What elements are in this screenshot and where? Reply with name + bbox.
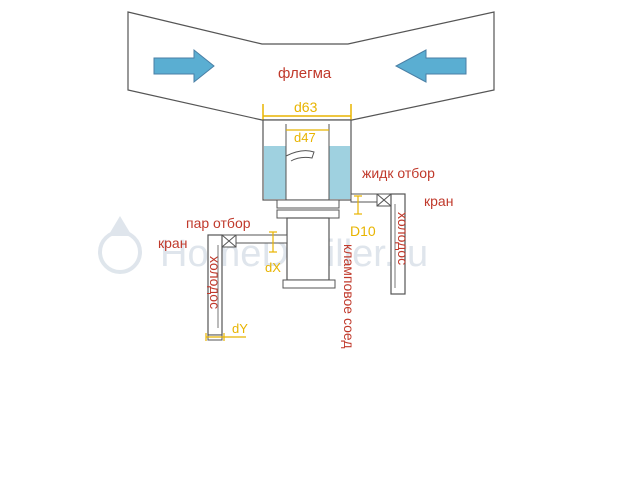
d10-label: D10 (350, 223, 376, 239)
dx-label: dX (265, 260, 281, 275)
right-valve-label: кран (424, 193, 453, 209)
vapor-takeoff-label: пар отбор (186, 215, 251, 231)
clamp-flange-bottom (276, 209, 340, 219)
d63-label: d63 (294, 99, 318, 115)
left-cooler-label: холодос (207, 256, 223, 309)
reflux-label: флегма (278, 65, 332, 82)
lower-flange (282, 279, 336, 289)
right-cooler-label: холодос (395, 212, 411, 265)
liquid-takeoff-label: жидк отбор (362, 165, 435, 181)
clamp-flange-top (276, 199, 340, 209)
reflux-funnel (127, 11, 495, 121)
right-valve-cross-2 (376, 193, 392, 207)
arrow-left-icon (394, 49, 467, 83)
arrow-right-icon (153, 48, 215, 84)
watermark-drop-icon (98, 230, 142, 274)
liquid-left (264, 146, 286, 199)
left-valve-label: кран (158, 235, 187, 251)
lower-tube (286, 217, 330, 281)
dy-label: dY (232, 321, 248, 336)
clamp-joint-label: кламповое соед (341, 244, 357, 349)
d47-label: d47 (294, 130, 316, 145)
right-cooler (390, 193, 406, 295)
liquid-right (329, 146, 350, 199)
watermark-drop-tip (108, 216, 132, 236)
tray-cap (285, 150, 315, 162)
left-valve-cross-2 (221, 234, 237, 248)
